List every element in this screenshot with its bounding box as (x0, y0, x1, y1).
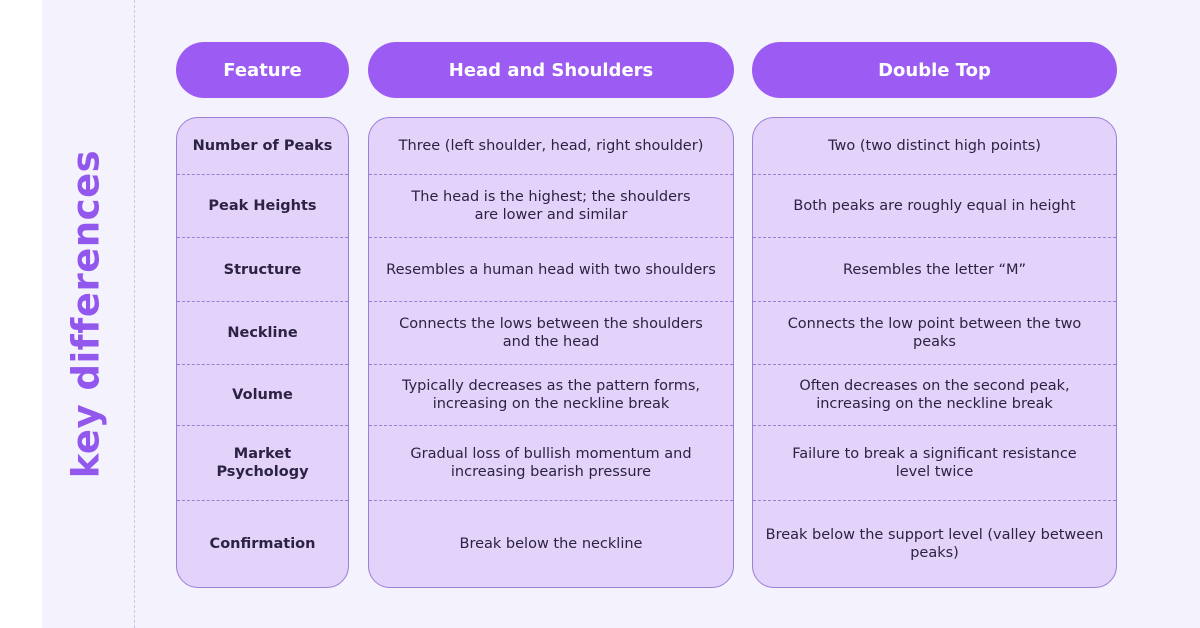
header-head-and-shoulders: Head and Shoulders (368, 42, 734, 98)
hs-cell: Resembles a human head with two shoulder… (369, 238, 733, 302)
dt-cell: Both peaks are roughly equal in height (753, 175, 1116, 238)
left-margin (0, 0, 42, 628)
dt-cell: Two (two distinct high points) (753, 118, 1116, 175)
feature-cell: Market Psychology (177, 426, 348, 501)
dt-cell: Resembles the letter “M” (753, 238, 1116, 302)
feature-cell: Peak Heights (177, 175, 348, 238)
feature-column: Number of Peaks Peak Heights Structure N… (176, 117, 349, 588)
feature-cell: Structure (177, 238, 348, 302)
feature-cell: Neckline (177, 302, 348, 365)
double-top-column: Two (two distinct high points) Both peak… (752, 117, 1117, 588)
head-and-shoulders-column: Three (left shoulder, head, right should… (368, 117, 734, 588)
feature-cell: Confirmation (209, 536, 316, 552)
feature-cell: Volume (177, 365, 348, 426)
dt-cell: Break below the support level (valley be… (765, 527, 1104, 561)
dt-cell: Connects the low point between the two p… (753, 302, 1116, 365)
hs-cell: Gradual loss of bullish momentum and inc… (369, 426, 733, 501)
side-title: key differences (64, 149, 108, 479)
hs-cell: Three (left shoulder, head, right should… (369, 118, 733, 175)
feature-cell: Number of Peaks (177, 118, 348, 175)
dt-cell: Failure to break a significant resistanc… (753, 426, 1116, 501)
hs-cell: Typically decreases as the pattern forms… (369, 365, 733, 426)
hs-cell: The head is the highest; the shoulders a… (369, 175, 733, 238)
header-feature: Feature (176, 42, 349, 98)
dt-cell: Often decreases on the second peak, incr… (753, 365, 1116, 426)
header-double-top: Double Top (752, 42, 1117, 98)
hs-cell: Connects the lows between the shoulders … (369, 302, 733, 365)
hs-cell: Break below the neckline (459, 536, 643, 552)
side-panel (42, 0, 135, 628)
